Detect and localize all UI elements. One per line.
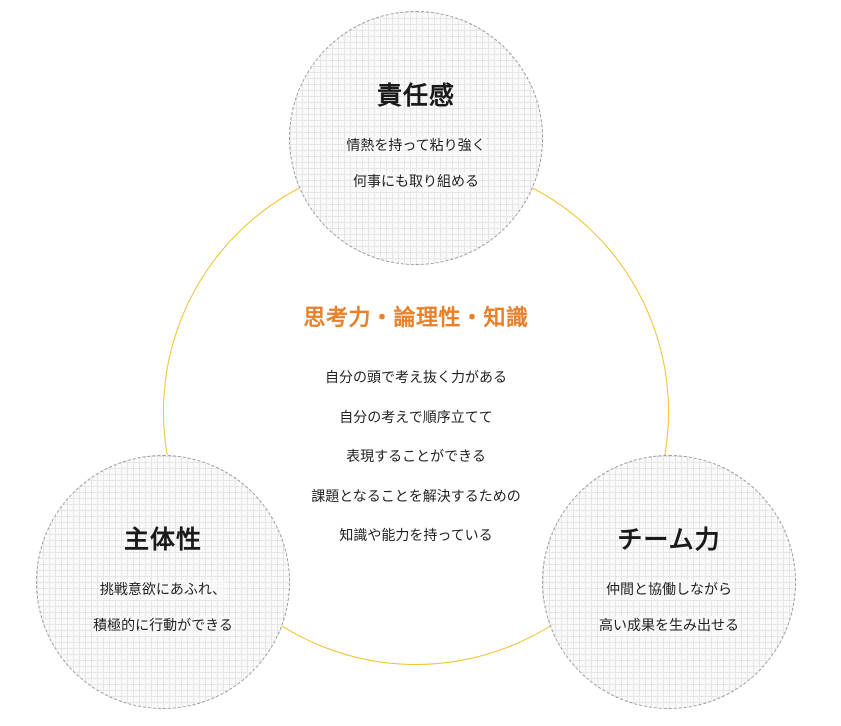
teamwork-circle: チーム力 仲間と協働しながら 高い成果を生み出せる <box>542 455 796 709</box>
initiative-title: 主体性 <box>123 525 202 554</box>
teamwork-title: チーム力 <box>617 525 721 554</box>
responsibility-line-1: 情熱を持って粘り強く <box>346 136 486 156</box>
center-title: 思考力・論理性・知識 <box>303 306 529 331</box>
initiative-line-2: 積極的に行動ができる <box>93 616 233 636</box>
center-line-2: 自分の考えで順序立てて <box>339 409 493 426</box>
initiative-circle: 主体性 挑戦意欲にあふれ、 積極的に行動ができる <box>36 455 290 709</box>
center-line-5: 知識や能力を持っている <box>339 528 493 544</box>
responsibility-line-2: 何事にも取り組める <box>353 172 479 192</box>
center-line-3: 表現することができる <box>346 449 486 465</box>
teamwork-line-2: 高い成果を生み出せる <box>599 616 739 636</box>
teamwork-line-1: 仲間と協働しながら <box>606 580 732 600</box>
initiative-line-1: 挑戦意欲にあふれ、 <box>99 580 227 600</box>
center-line-4: 課題となることを解決するための <box>311 488 521 505</box>
responsibility-title: 責任感 <box>376 81 455 110</box>
center-text-block: 思考力・論理性・知識 自分の頭で考え抜く力がある 自分の考えで順序立てて 表現す… <box>163 300 669 566</box>
center-line-1: 自分の頭で考え抜く力がある <box>325 370 507 386</box>
responsibility-circle: 責任感 情熱を持って粘り強く 何事にも取り組める <box>289 11 543 265</box>
